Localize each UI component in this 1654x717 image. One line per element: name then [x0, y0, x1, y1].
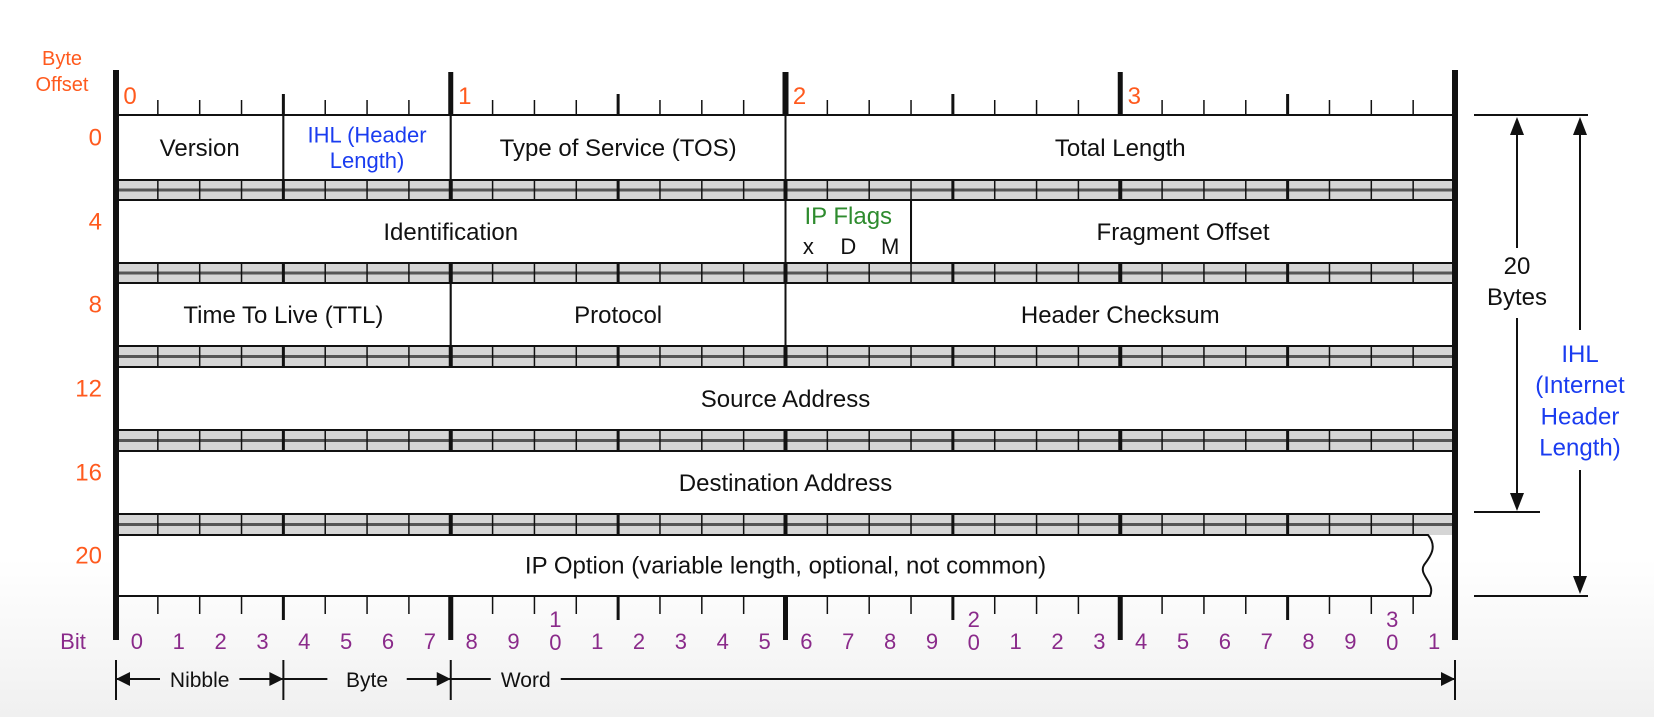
bit-number: 2 — [1051, 629, 1063, 654]
row-offset-20: 20 — [75, 543, 102, 570]
field-source-address-box — [115, 366, 1456, 431]
bit-number: 4 — [298, 629, 310, 654]
bit-number: 7 — [1261, 629, 1273, 654]
bit-number: 3 — [675, 629, 687, 654]
bit-number: 8 — [466, 629, 478, 654]
field-tos-box — [449, 114, 787, 181]
ip-flag-bit-m: M — [881, 234, 899, 259]
bit-number: 1 — [1428, 629, 1440, 654]
field-fragment-offset-box — [910, 199, 1456, 264]
ip-flag-bit-x: x — [803, 234, 814, 259]
field-ip-option-label: IP Option (variable length, optional, no… — [525, 553, 1046, 580]
field-destination-address-box — [115, 450, 1456, 515]
byte-number-3: 3 — [1128, 83, 1141, 110]
row-offset-0: 0 — [89, 125, 102, 152]
field-ttl-box — [115, 282, 452, 347]
bit-number: 9 — [926, 629, 938, 654]
field-version-label: Version — [160, 135, 240, 162]
bit-number: 7 — [842, 629, 854, 654]
field-source-address-label: Source Address — [701, 386, 870, 413]
field-ihl-box — [282, 114, 452, 181]
bit-number: 9 — [1344, 629, 1356, 654]
nibble-arrow-right-icon — [269, 672, 284, 686]
ihl-down-icon — [1573, 576, 1587, 594]
row-offset-4: 4 — [89, 209, 102, 236]
bit-number: 3 — [1093, 629, 1105, 654]
ip-flag-bit-d: D — [840, 234, 856, 259]
ihl-up-icon — [1573, 117, 1587, 135]
bit-number: 7 — [424, 629, 436, 654]
bit-number: 6 — [382, 629, 394, 654]
nibble-label: Nibble — [170, 669, 230, 692]
bit-number: 8 — [1302, 629, 1314, 654]
bit-label: Bit — [60, 629, 86, 654]
nibble-arrow-left-icon — [116, 672, 130, 686]
field-protocol-box — [449, 282, 787, 347]
bit-number: 9 — [507, 629, 519, 654]
bit-number: 0 — [131, 629, 143, 654]
diagram-frame — [113, 70, 1458, 640]
bit-number: 6 — [800, 629, 812, 654]
row-offset-8: 8 — [89, 292, 102, 319]
bit-number: 1 — [591, 629, 603, 654]
byte-number-2: 2 — [793, 83, 806, 110]
field-fragment-offset-label: Fragment Offset — [1097, 219, 1270, 246]
ip-flags-title: IP Flags — [804, 203, 892, 230]
bit-number: 6 — [1219, 629, 1231, 654]
row-offset-16: 16 — [75, 460, 102, 487]
bit-number: 1 — [1010, 629, 1022, 654]
row-offset-12: 12 — [75, 376, 102, 403]
field-identification-label: Identification — [383, 219, 518, 246]
byte-arrow-right-icon — [436, 672, 451, 686]
bit-number: 4 — [1135, 629, 1147, 654]
byte-number-1: 1 — [458, 83, 471, 110]
field-total-length-label: Total Length — [1055, 135, 1186, 162]
byte-number-0: 0 — [123, 83, 136, 110]
bit-number: 4 — [717, 629, 729, 654]
twenty-bytes-down-icon — [1510, 493, 1524, 511]
bit-number: 3 — [256, 629, 268, 654]
field-header-checksum-box — [784, 282, 1456, 347]
bit-number: 5 — [758, 629, 770, 654]
bit-number: 5 — [340, 629, 352, 654]
field-protocol-label: Protocol — [574, 302, 662, 329]
bit-number: 2 — [214, 629, 226, 654]
field-header-checksum-label: Header Checksum — [1021, 302, 1220, 329]
bit-number: 5 — [1177, 629, 1189, 654]
field-tos-label: Type of Service (TOS) — [500, 135, 737, 162]
bit-number: 1 — [173, 629, 185, 654]
field-destination-address-label: Destination Address — [679, 470, 892, 497]
field-ip-option-box — [115, 534, 1434, 597]
word-label: Word — [501, 669, 551, 692]
field-ttl-label: Time To Live (TTL) — [183, 302, 383, 329]
twenty-bytes-up-icon — [1510, 117, 1524, 135]
word-arrow-right-icon — [1441, 672, 1455, 686]
byte-label: Byte — [346, 669, 388, 692]
bit-number: 8 — [884, 629, 896, 654]
bit-number: 2 — [633, 629, 645, 654]
